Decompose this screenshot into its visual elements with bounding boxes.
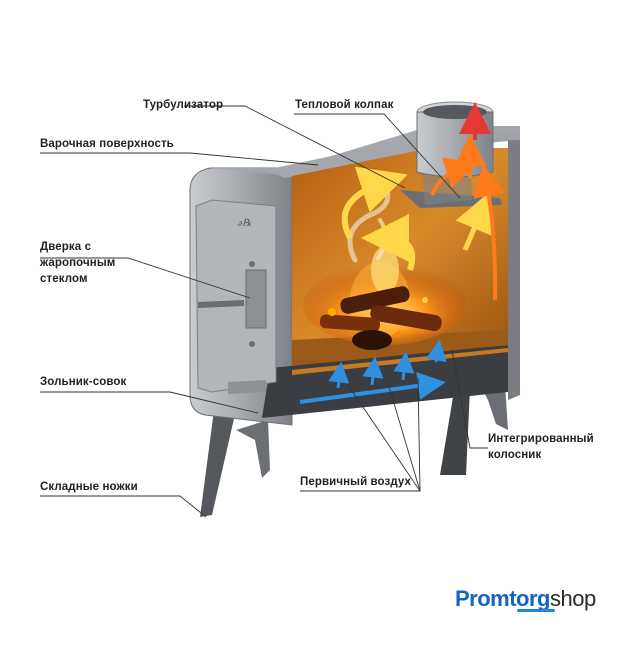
heat-hood-arrows	[430, 102, 505, 301]
label-grate-2: колосник	[488, 449, 542, 461]
brand-logo: Promtorgshop	[455, 586, 596, 612]
leader-air-3	[417, 377, 421, 492]
label-grate-1: Интегрированный	[488, 433, 594, 445]
leader-heat-hood	[294, 113, 461, 199]
label-heat-hood: Тепловой колпак	[295, 99, 394, 111]
chimney-hood	[416, 101, 494, 178]
label-door-1: Дверка с	[40, 241, 92, 253]
logo-mark: ǝ℞	[238, 218, 252, 229]
primary-air-arrows	[299, 339, 447, 404]
label-turbulizer: Турбулизатор	[143, 99, 224, 111]
leader-grate	[451, 349, 488, 449]
leader-lines	[40, 105, 488, 518]
label-cooking-surface: Варочная поверхность	[40, 138, 174, 150]
brand-underline	[517, 609, 555, 612]
label-ash-pan: Зольник-совок	[40, 376, 127, 388]
leader-ash-pan	[40, 391, 259, 414]
fire-and-logs	[303, 246, 467, 350]
door-panel: ǝ℞	[195, 199, 277, 394]
label-door-3: стеклом	[40, 273, 88, 285]
leader-cooking-surface	[40, 152, 319, 166]
leader-air-2	[387, 382, 421, 492]
brand-part2: shop	[550, 586, 596, 611]
leader-door	[40, 257, 251, 299]
label-door-2: жаропочным	[40, 257, 116, 269]
brand-part1: Promtorg	[455, 586, 551, 611]
hot-gas-arrows	[341, 166, 493, 271]
label-primary-air: Первичный воздух	[300, 476, 412, 488]
label-folding-legs: Складные ножки	[40, 481, 138, 493]
leader-legs	[40, 495, 207, 518]
leader-turbulizer	[184, 105, 406, 189]
